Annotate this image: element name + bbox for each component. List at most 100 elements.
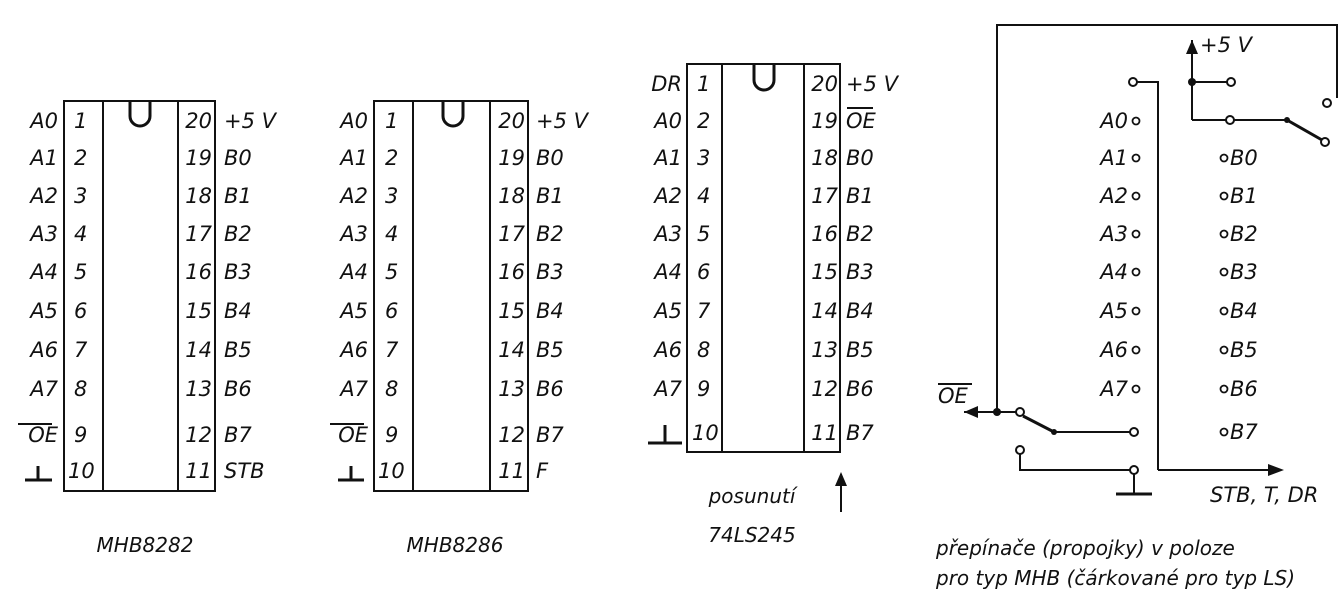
pin-number: 4	[697, 184, 710, 208]
pin-number: 7	[74, 338, 88, 362]
right-pin-numbers: 20 19 18 17 16 15 14 13 12 11	[498, 109, 525, 483]
a-label: A6	[1098, 338, 1128, 362]
arrow-right-icon	[1268, 464, 1284, 476]
pin-label: A3	[652, 222, 682, 246]
pin-label: F	[536, 459, 549, 483]
b-label: B2	[1230, 222, 1258, 246]
pin-label: B2	[536, 222, 564, 246]
pin-label: A4	[652, 260, 682, 284]
junction-dot	[993, 408, 1001, 416]
pin-label: B2	[846, 222, 874, 246]
pin-label: A4	[338, 260, 368, 284]
right-pin-numbers: 20 19 18 17 16 15 14 13 12 11	[185, 109, 212, 483]
pin-label: DR	[651, 72, 682, 96]
pin-number: 20	[185, 109, 212, 133]
pin-label: B6	[536, 377, 564, 401]
pin-label: B5	[224, 338, 252, 362]
a-label: A4	[1098, 260, 1128, 284]
a-label: A1	[1098, 146, 1128, 170]
b-label: B1	[1230, 184, 1258, 208]
pin-number: 18	[185, 184, 212, 208]
pin-label: A7	[338, 377, 368, 401]
pin-label: B7	[536, 423, 564, 447]
pin-label: A1	[338, 146, 368, 170]
pin-label: B3	[536, 260, 564, 284]
pin-label: A2	[338, 184, 368, 208]
pin-label: A3	[338, 222, 368, 246]
pin-number: 8	[74, 377, 87, 401]
pin-number: 13	[498, 377, 525, 401]
pin-label: A0	[652, 109, 682, 133]
pin-label: A7	[28, 377, 58, 401]
chip-name: MHB8282	[97, 533, 194, 557]
pin-number: 19	[185, 146, 212, 170]
b-label: B5	[1230, 338, 1258, 362]
switch-lever	[1022, 414, 1055, 434]
a-label: A7	[1098, 377, 1128, 401]
pin-number: 16	[498, 260, 525, 284]
contact-terminal	[1015, 445, 1025, 455]
chip-name: 74LS245	[708, 523, 795, 547]
switch-panel: +5 V A0 A1 A2 A3 A4 A5 A6 A7	[935, 24, 1338, 590]
b-terminals: B0 B1 B2 B3 B4 B5 B6 B7	[1219, 146, 1258, 444]
arrow-up-icon	[1186, 40, 1198, 54]
pin-number: 6	[697, 260, 710, 284]
left-pin-numbers: 1 2 3 4 5 6 7 8 9 10	[68, 109, 95, 483]
pin-number: 5	[697, 222, 710, 246]
right-labels: +5 V OE B0 B1 B2 B3 B4 B5 B6 B7	[846, 72, 900, 445]
pin-number: 14	[185, 338, 212, 362]
pin-number: 7	[697, 299, 711, 323]
pin-number: 15	[498, 299, 525, 323]
pin-number: 18	[498, 184, 525, 208]
left-pin-numbers: 1 2 3 4 5 6 7 8 9 10	[692, 72, 719, 445]
pin-number: 14	[498, 338, 525, 362]
left-pin-numbers: 1 2 3 4 5 6 7 8 9 10	[378, 109, 405, 483]
pin-label: B1	[536, 184, 564, 208]
pin-label: +5 V	[536, 109, 590, 133]
pin-number: 14	[811, 299, 838, 323]
pin-number: 7	[385, 338, 399, 362]
switch-lever	[1286, 118, 1323, 142]
shift-arrow-icon	[835, 472, 847, 512]
pin-label: +5 V	[224, 109, 278, 133]
arrow-left-icon	[964, 406, 978, 418]
pin-number: 9	[385, 423, 398, 447]
contact-terminal	[1015, 407, 1025, 417]
pin-number: 12	[811, 377, 838, 401]
pin-label: A5	[28, 299, 58, 323]
right-labels: +5 V B0 B1 B2 B3 B4 B5 B6 B7 F	[536, 109, 590, 483]
junction-dot	[1284, 117, 1290, 123]
pin-label: A6	[338, 338, 368, 362]
wire	[1019, 454, 1130, 471]
pin-label: OE	[28, 423, 59, 447]
contact-terminal	[1226, 77, 1236, 87]
a-label: A0	[1098, 109, 1128, 133]
chip-74ls245: DR A0 A1 A2 A3 A4 A5 A6 A7 1 2 3 4 5 6 7…	[648, 63, 900, 547]
right-pin-numbers: 20 19 18 17 16 15 14 13 12 11	[811, 72, 838, 445]
pin-number: 3	[74, 184, 87, 208]
chip-body	[373, 100, 529, 492]
pin-number: 16	[811, 222, 838, 246]
pin-label: B7	[846, 421, 874, 445]
b-label: B3	[1230, 260, 1258, 284]
pin-number: 20	[498, 109, 525, 133]
pin-number: 6	[74, 299, 87, 323]
chip-mhb8282: A0 A1 A2 A3 A4 A5 A6 A7 OE 1 2 3 4 5 6 7…	[18, 100, 278, 557]
pin-label: B6	[224, 377, 252, 401]
oe-label: OE	[938, 384, 969, 408]
a-terminals: A0 A1 A2 A3 A4 A5 A6 A7	[1098, 109, 1141, 401]
b-label: B0	[1230, 146, 1258, 170]
pin-number: 8	[385, 377, 398, 401]
pin-label: A0	[28, 109, 58, 133]
pin-number: 3	[697, 146, 710, 170]
shift-label: posunutí	[708, 484, 798, 508]
pin-number: 1	[697, 72, 710, 96]
pin-label: OE	[846, 109, 877, 133]
pin-number: 17	[185, 222, 212, 246]
pin-number: 12	[185, 423, 212, 447]
left-labels: A0 A1 A2 A3 A4 A5 A6 A7 OE	[338, 109, 369, 447]
a-label: A2	[1098, 184, 1128, 208]
pin-label: B0	[846, 146, 874, 170]
pin-number: 19	[498, 146, 525, 170]
